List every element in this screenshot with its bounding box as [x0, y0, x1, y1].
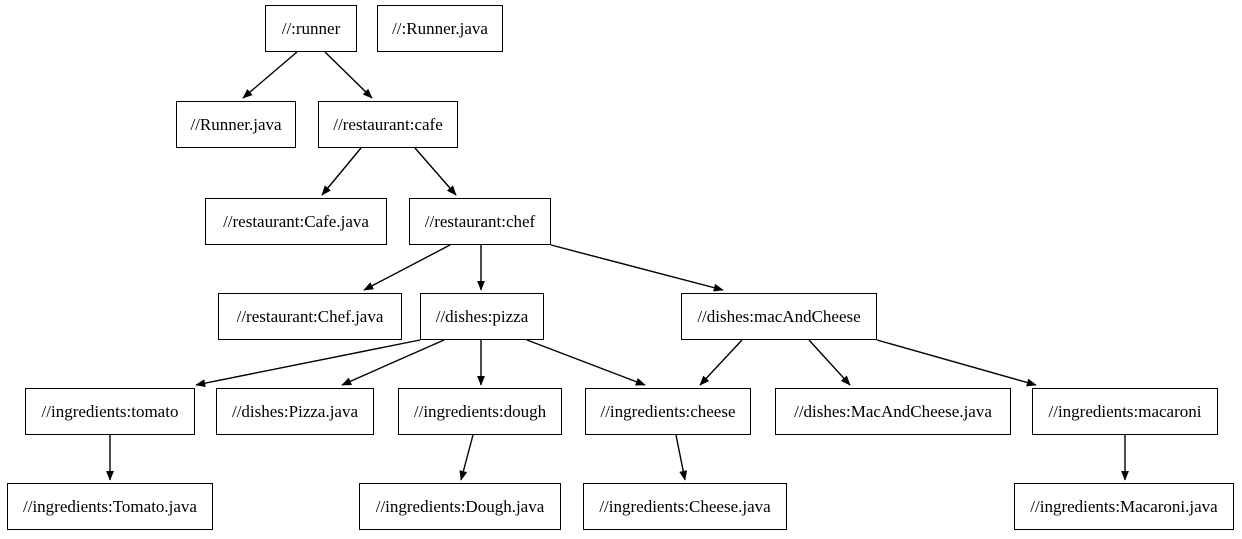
graph-node-ing_dough[interactable]: //ingredients:dough	[398, 388, 562, 435]
graph-node-label: //:runner	[281, 19, 341, 38]
graph-node-label: //dishes:Pizza.java	[231, 402, 359, 421]
graph-node-label: //ingredients:cheese	[600, 402, 736, 421]
graph-edge-runner-to-restaurant_cafe	[324, 51, 373, 99]
graph-node-ing_tomato[interactable]: //ingredients:tomato	[25, 388, 195, 435]
graph-node-runner_java[interactable]: //Runner.java	[176, 101, 296, 148]
graph-edge-dishes_mac-to-ing_cheese	[699, 339, 743, 386]
graph-edge-restaurant_cafe-to-cafe_java	[321, 147, 362, 196]
graph-node-mac_java[interactable]: //dishes:MacAndCheese.java	[775, 388, 1011, 435]
graph-node-tomato_java[interactable]: //ingredients:Tomato.java	[7, 483, 213, 530]
graph-node-label: //restaurant:Chef.java	[236, 307, 384, 326]
graph-edge-restaurant_cafe-to-restaurant_chef	[414, 147, 457, 196]
graph-node-runner_java_root[interactable]: //:Runner.java	[377, 5, 503, 52]
graph-node-dishes_mac[interactable]: //dishes:macAndCheese	[681, 293, 877, 340]
graph-node-label: //ingredients:dough	[413, 402, 547, 421]
graph-node-runner[interactable]: //:runner	[265, 5, 357, 52]
graph-node-label: //ingredients:Dough.java	[375, 497, 545, 516]
graph-edge-dishes_mac-to-mac_java	[808, 339, 851, 386]
graph-node-restaurant_chef[interactable]: //restaurant:chef	[409, 198, 551, 245]
graph-node-label: //ingredients:Macaroni.java	[1030, 497, 1218, 516]
graph-node-label: //dishes:pizza	[435, 307, 529, 326]
graph-edge-ing_cheese-to-cheese_java	[675, 434, 688, 481]
graph-edge-dishes_pizza-to-ing_cheese	[526, 339, 646, 386]
graph-edge-restaurant_chef-to-dishes_mac	[550, 244, 724, 292]
graph-node-macaroni_java[interactable]: //ingredients:Macaroni.java	[1014, 483, 1234, 530]
graph-node-chef_java[interactable]: //restaurant:Chef.java	[218, 293, 402, 340]
graph-node-ing_macaroni[interactable]: //ingredients:macaroni	[1032, 388, 1218, 435]
graph-edge-ing_dough-to-dough_java	[459, 434, 474, 481]
graph-node-label: //restaurant:Cafe.java	[223, 212, 369, 231]
graph-node-label: //dishes:MacAndCheese.java	[794, 402, 992, 421]
graph-node-label: //ingredients:tomato	[41, 402, 179, 421]
graph-node-cheese_java[interactable]: //ingredients:Cheese.java	[583, 483, 787, 530]
graph-node-ing_cheese[interactable]: //ingredients:cheese	[585, 388, 751, 435]
graph-node-dough_java[interactable]: //ingredients:Dough.java	[359, 483, 561, 530]
graph-node-dishes_pizza[interactable]: //dishes:pizza	[420, 293, 544, 340]
graph-node-label: //ingredients:Tomato.java	[23, 497, 197, 516]
graph-node-label: //ingredients:macaroni	[1048, 402, 1202, 421]
graph-edge-restaurant_chef-to-chef_java	[363, 244, 451, 291]
graph-node-label: //Runner.java	[190, 115, 282, 134]
graph-node-cafe_java[interactable]: //restaurant:Cafe.java	[205, 198, 387, 245]
graph-edge-dishes_pizza-to-ing_tomato	[195, 339, 421, 388]
graph-node-restaurant_cafe[interactable]: //restaurant:cafe	[318, 101, 458, 148]
graph-edge-dishes_mac-to-ing_macaroni	[876, 339, 1037, 387]
graph-edge-dishes_pizza-to-pizza_java	[341, 339, 445, 386]
graph-node-label: //dishes:macAndCheese	[697, 307, 861, 326]
graph-node-label: //restaurant:chef	[424, 212, 536, 231]
graph-node-pizza_java[interactable]: //dishes:Pizza.java	[216, 388, 374, 435]
graph-node-label: //:Runner.java	[392, 19, 488, 38]
graph-node-label: //restaurant:cafe	[333, 115, 443, 134]
graph-edge-runner-to-runner_java	[242, 51, 298, 99]
graph-node-label: //ingredients:Cheese.java	[599, 497, 771, 516]
